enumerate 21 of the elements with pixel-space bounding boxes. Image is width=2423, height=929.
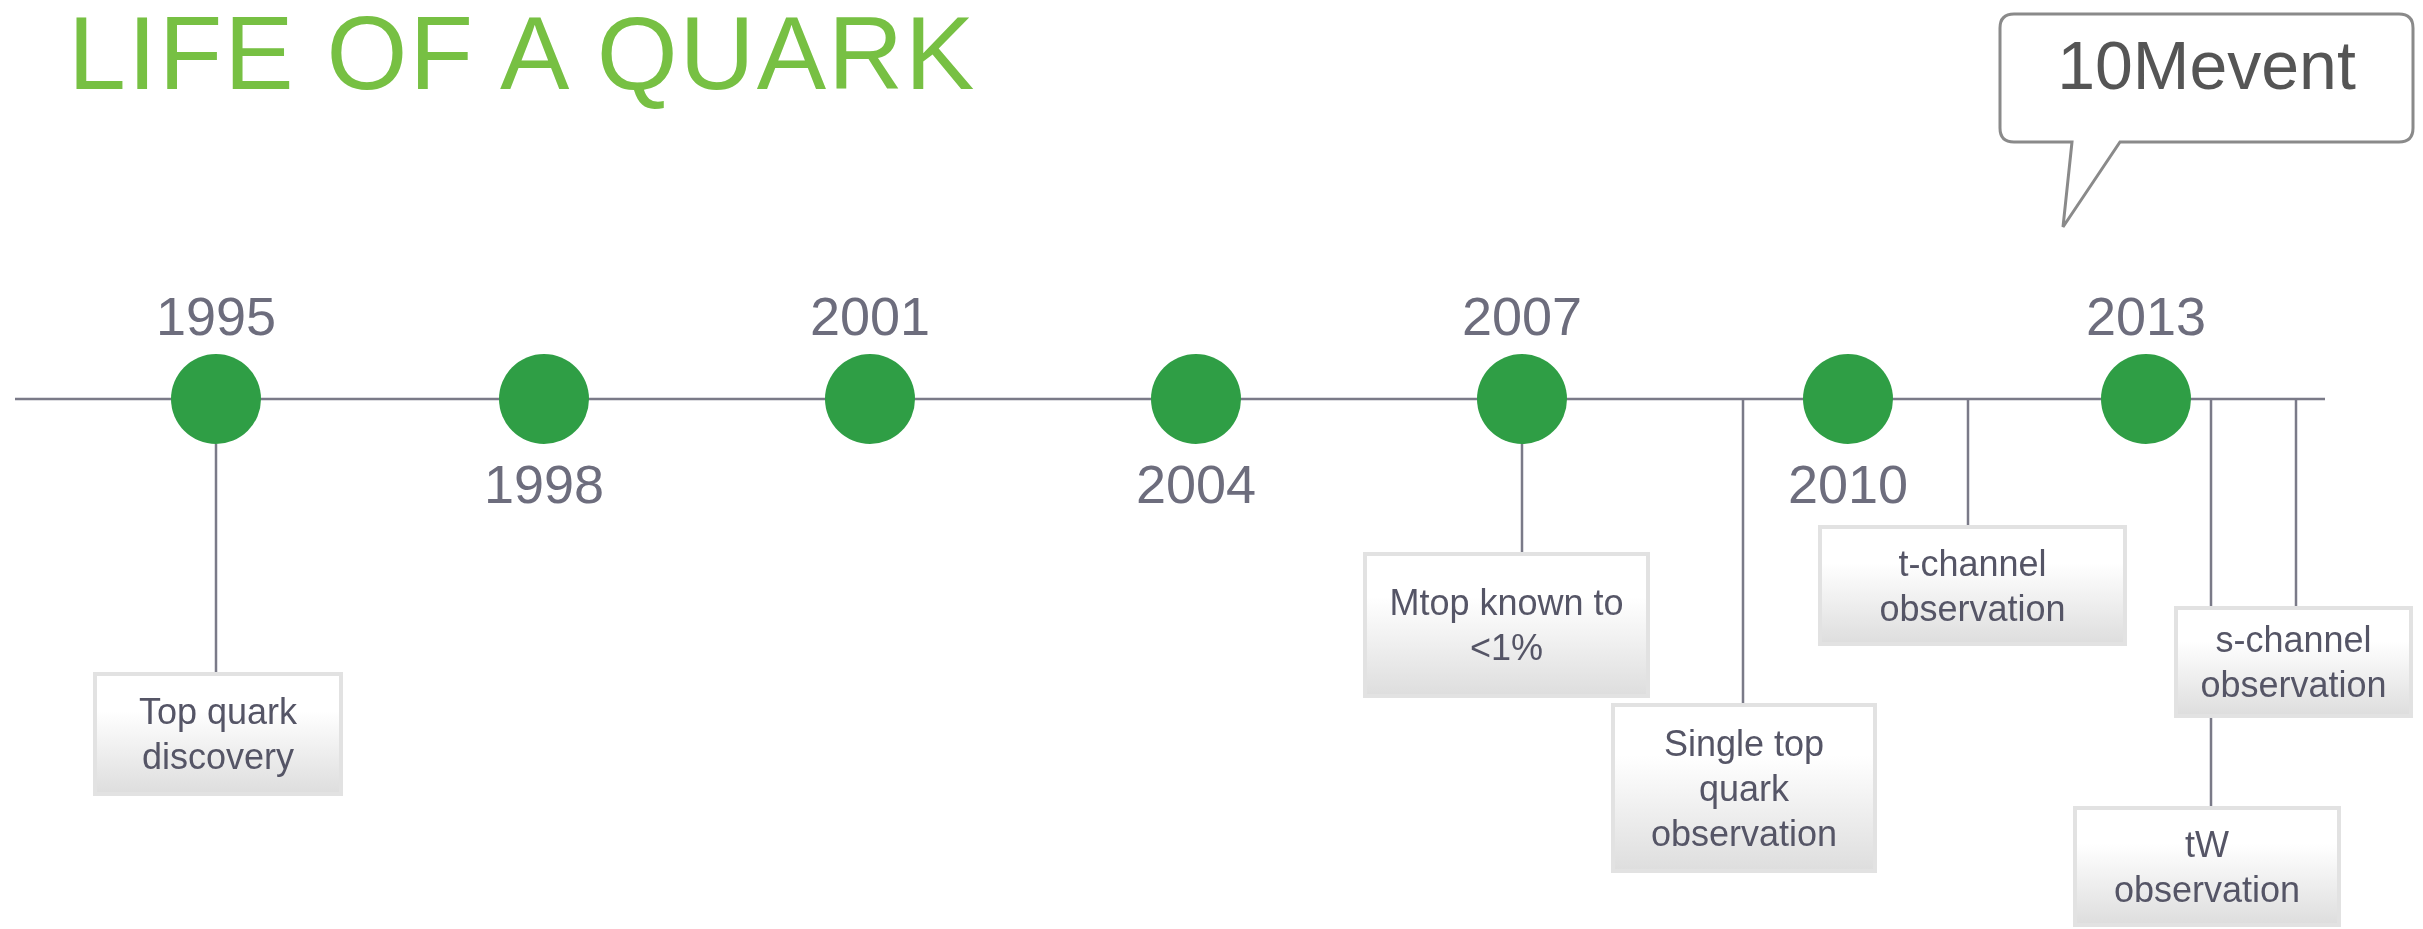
year-label: 2010 — [1786, 457, 1910, 511]
leader-line — [2294, 399, 2298, 606]
event-box: Mtop known to <1% — [1363, 552, 1650, 698]
event-box: Single top quark observation — [1611, 703, 1877, 873]
leader-line — [1520, 444, 1524, 552]
leader-line — [1966, 399, 1970, 525]
year-label: 2013 — [2084, 289, 2208, 343]
leader-line — [214, 444, 218, 672]
event-box: tW observation — [2073, 806, 2341, 927]
year-label: 2007 — [1460, 289, 1584, 343]
event-box: s-channel observation — [2174, 606, 2413, 718]
bubble-text: 10Mevent — [2056, 26, 2357, 104]
year-label: 2004 — [1134, 457, 1258, 511]
year-label: 2001 — [808, 289, 932, 343]
speech-bubble — [1998, 12, 2415, 229]
leader-line — [1741, 399, 1745, 703]
year-label: 1995 — [154, 289, 278, 343]
event-box: Top quark discovery — [93, 672, 343, 796]
event-box: t-channel observation — [1818, 525, 2127, 646]
title: LIFE OF A QUARK — [68, 0, 977, 113]
year-label: 1998 — [482, 457, 606, 511]
